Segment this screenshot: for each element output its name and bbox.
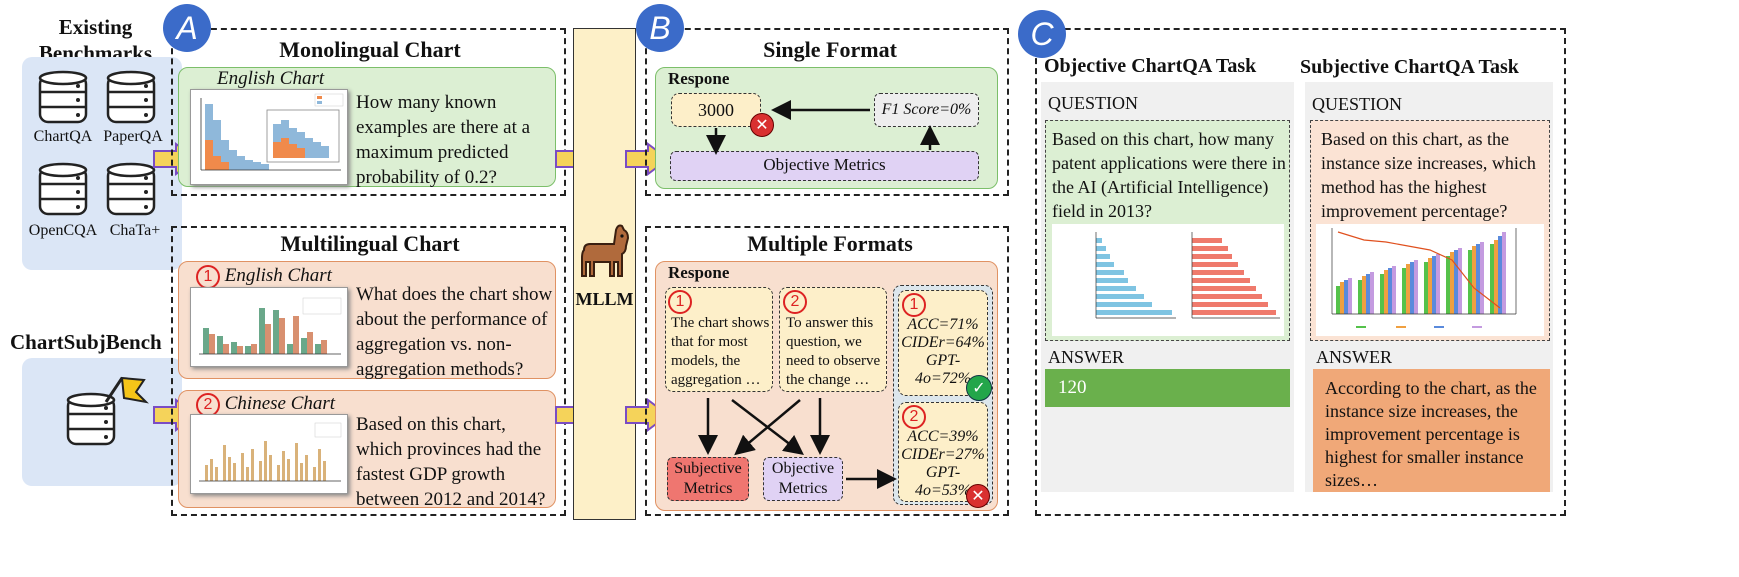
response-1-number: 1 [668,290,692,314]
subjective-answer-label: ANSWER [1316,347,1392,367]
number-2-badge: 2 [783,290,807,314]
answer-value-box [671,93,761,127]
objective-answer-label: ANSWER [1048,347,1124,367]
respone-label-2: Respone [668,263,730,282]
response-1-text: The chart shows that for most models, th… [671,315,770,388]
panel-c-frame [1035,28,1566,516]
panel-c-badge: C [1018,10,1066,58]
response-2-box [779,287,887,392]
multilingual-english-header: 1 English Chart [196,265,332,289]
score-2-acc: ACC=39% [907,428,979,445]
score-2-cider: CIDEr=27% [901,446,985,463]
panel-b-badge: B [636,4,684,52]
llama-icon [581,224,630,277]
dataset-label-opencqa: OpenCQA [28,222,98,239]
database-icon [106,162,156,216]
subjective-metrics-label: Subjective Metrics [674,460,742,497]
english-chart-label-2: English Chart [224,265,332,286]
panel-a-multilingual-frame [171,226,566,516]
histogram-thumbnail [190,89,348,185]
subjective-task-title: Subjective ChartQA Task [1300,56,1519,78]
dataset-label-paperqa: PaperQA [103,128,163,145]
number-1-badge: 1 [668,290,692,314]
patent-chart-thumbnail [1052,224,1284,336]
objective-answer-text: 120 [1058,377,1087,398]
multiple-formats-title: Multiple Formats [747,231,913,256]
answer-value: 3000 [698,100,734,120]
subjective-metrics-box [667,457,749,501]
score-2-gpt: GPT-4o=53% [914,464,972,499]
instance-size-chart-thumbnail [1316,224,1544,336]
dataset-label-chartqa: ChartQA [33,128,93,145]
database-flag-icon [66,376,149,446]
response-2-text: To answer this question, we need to obse… [786,315,881,388]
subjective-answer-text: According to the chart, as the instance … [1325,378,1537,490]
wrong-icon: ✕ [966,484,990,508]
number-2-badge: 2 [902,405,926,429]
multilingual-title: Multilingual Chart [280,231,460,256]
multilingual-chinese-question: Based on this chart, which provinces had… [356,414,546,510]
panel-a-monolingual-frame [171,28,566,196]
response-2-number: 2 [783,290,807,314]
multilingual-english-question: What does the chart show about the perfo… [356,284,553,380]
monolingual-title: Monolingual Chart [279,37,461,62]
multiple-formats-arrows [698,398,897,489]
objective-metrics-label: Objective Metrics [763,155,886,174]
single-format-arrows [706,100,940,155]
objective-question-label: QUESTION [1048,93,1138,113]
score-2-number: 2 [902,405,926,429]
chartsubjbench-title: ChartSubjBench [10,330,162,354]
number-1-badge: 1 [902,293,926,317]
correct-icon: ✓ [966,375,992,401]
score-1-cider: CIDEr=64% [901,334,985,351]
objective-question-text: Based on this chart, how many patent app… [1052,129,1286,221]
chinese-chart-label: Chinese Chart [224,393,336,414]
panel-b-multiple-frame [645,226,1009,516]
objective-metrics-label-2: Objective Metrics [771,460,835,497]
wrong-icon: ✕ [750,113,774,137]
score-1-acc: ACC=71% [907,316,979,333]
mllm-label: MLLM [575,289,634,309]
f1-score-box [874,93,979,127]
database-icon [38,162,88,216]
subjective-question-text: Based on this chart, as the instance siz… [1321,129,1536,221]
objective-task-title: Objective ChartQA Task [1044,55,1257,77]
subjective-question-label: QUESTION [1312,94,1402,114]
database-icon [106,70,156,124]
respone-label: Respone [668,69,730,88]
panel-a-badge: A [163,4,211,52]
panel-b-single-frame [645,28,1009,196]
objective-metrics-box [670,151,979,181]
english-chart-label: English Chart [217,68,325,89]
f1-score-label: F1 Score=0% [881,101,972,118]
dataset-label-chata: ChaTa+ [109,222,161,239]
gdp-chart-thumbnail [190,414,348,494]
bar-chart-thumbnail [190,287,348,367]
objective-metrics-box-2 [763,457,843,501]
subjective-answer-box [1313,369,1550,492]
score-1-gpt: GPT-4o=72% [914,352,972,387]
objective-answer-box [1045,369,1290,407]
database-icon [38,70,88,124]
single-format-title: Single Format [763,37,897,62]
score-1-number: 1 [902,293,926,317]
monolingual-question: How many known examples are there at a m… [356,92,531,188]
number-1-badge: 1 [196,265,220,289]
